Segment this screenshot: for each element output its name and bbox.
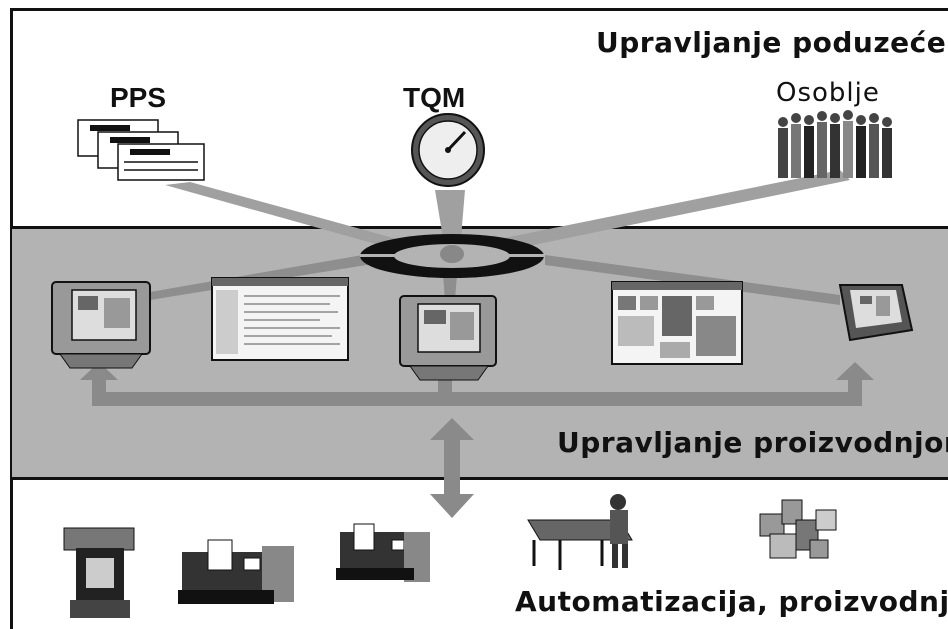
document-stack-icon: [77, 119, 205, 181]
press-machine-icon: [63, 527, 135, 618]
frame-top: [12, 8, 948, 11]
cnc-machine-icon: [178, 539, 294, 604]
beam-staff: [455, 170, 850, 258]
frame-left: [10, 8, 13, 629]
tqm-label: TQM: [403, 82, 466, 113]
robot-cell-icon: [759, 499, 837, 559]
software-window-icon: [211, 277, 349, 361]
automation-label: Automatizacija, proizvodnja: [515, 585, 948, 618]
pps-label: PPS: [110, 82, 167, 113]
distribution-arrows: [80, 362, 874, 518]
beam-left-monitor: [150, 252, 385, 300]
beam-right-panel: [545, 255, 840, 305]
touch-panel-icon: [838, 284, 914, 342]
conveyor-worker-icon: [527, 494, 633, 570]
software-window-icon-2: [611, 281, 743, 365]
ring-hub-icon: [360, 234, 544, 278]
staff-label: Osoblje: [776, 78, 880, 108]
crt-monitor-icon: [51, 281, 151, 369]
management-label: Upravljanje poduzećem: [596, 26, 948, 59]
crt-monitor-icon-center: [399, 295, 497, 381]
cnc-machine-icon-2: [336, 523, 430, 582]
production-control-label: Upravljanje proizvodnjom: [557, 426, 948, 459]
people-group-icon: [778, 110, 892, 178]
pressure-gauge-icon: [411, 113, 485, 187]
